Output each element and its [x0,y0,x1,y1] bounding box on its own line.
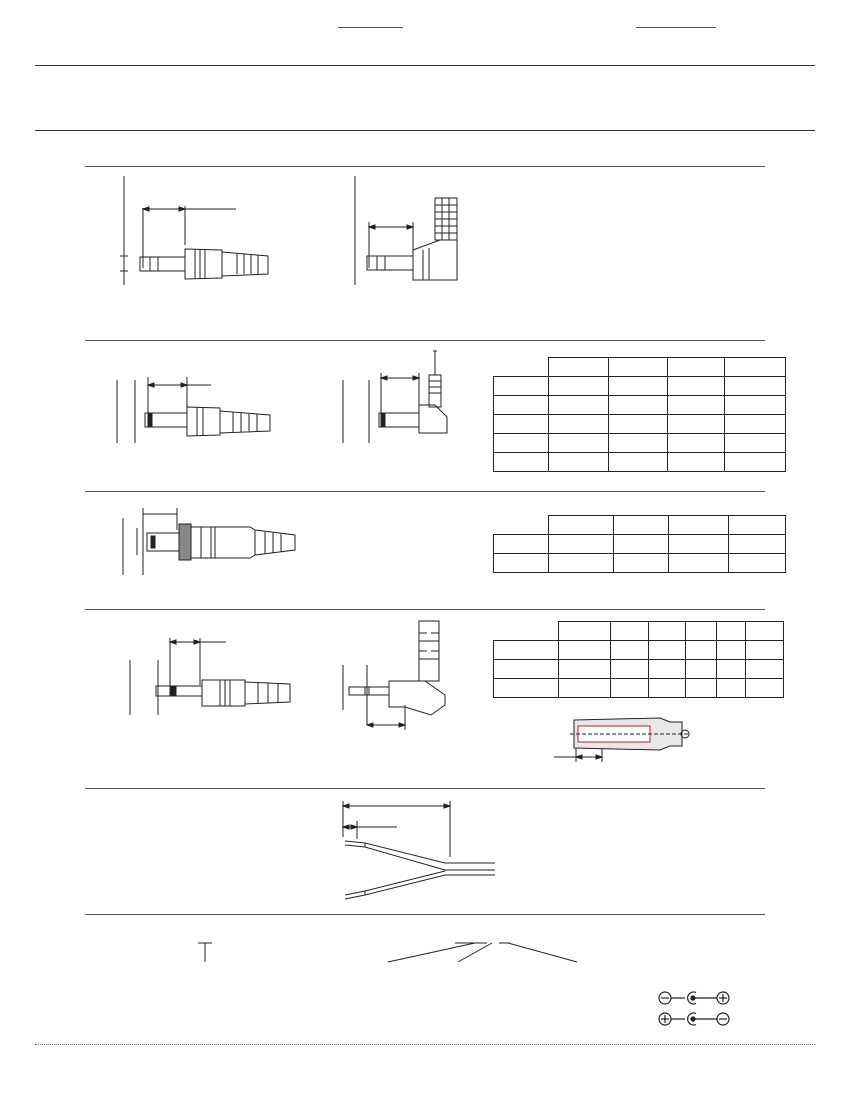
section-divider-2 [85,340,765,341]
minus-icon [716,1012,730,1026]
plug-cutaway-diagram [554,717,690,762]
straight-plug-diagram-1 [120,176,269,285]
center-icon [687,991,697,1005]
center-icon [687,1012,697,1026]
straight-plug-diagram-2 [116,377,271,443]
subminiature-right-angle-plug-diagram [342,620,446,730]
section-divider-5 [85,788,765,789]
right-angle-plug-diagram-2 [342,350,448,443]
mono-plug-spec-table [493,357,786,472]
polarity-negative-center-diagram [658,991,730,1005]
section-divider-3 [85,491,765,492]
subminiature-spec-table [493,621,784,698]
part-number-key-diagram [198,942,578,963]
plus-icon [716,991,730,1005]
plus-icon [658,1012,672,1026]
right-angle-plug-diagram-1 [354,176,458,285]
header-link-2[interactable] [636,27,716,28]
section-divider-6 [85,914,765,915]
minus-icon [658,991,672,1005]
dc-plug-spec-table [493,515,786,573]
header-rule-bottom [35,130,815,131]
footer-dotted-rule [35,1044,815,1045]
section-divider-1 [85,166,765,167]
dc-plug-diagram [122,508,296,575]
section-divider-4 [85,609,765,610]
polarity-positive-center-diagram [658,1012,730,1026]
subminiature-straight-plug-diagram [129,638,291,715]
header-link-1[interactable] [338,27,403,28]
header-rule-top [35,65,815,66]
cable-split-diagram [341,801,495,900]
